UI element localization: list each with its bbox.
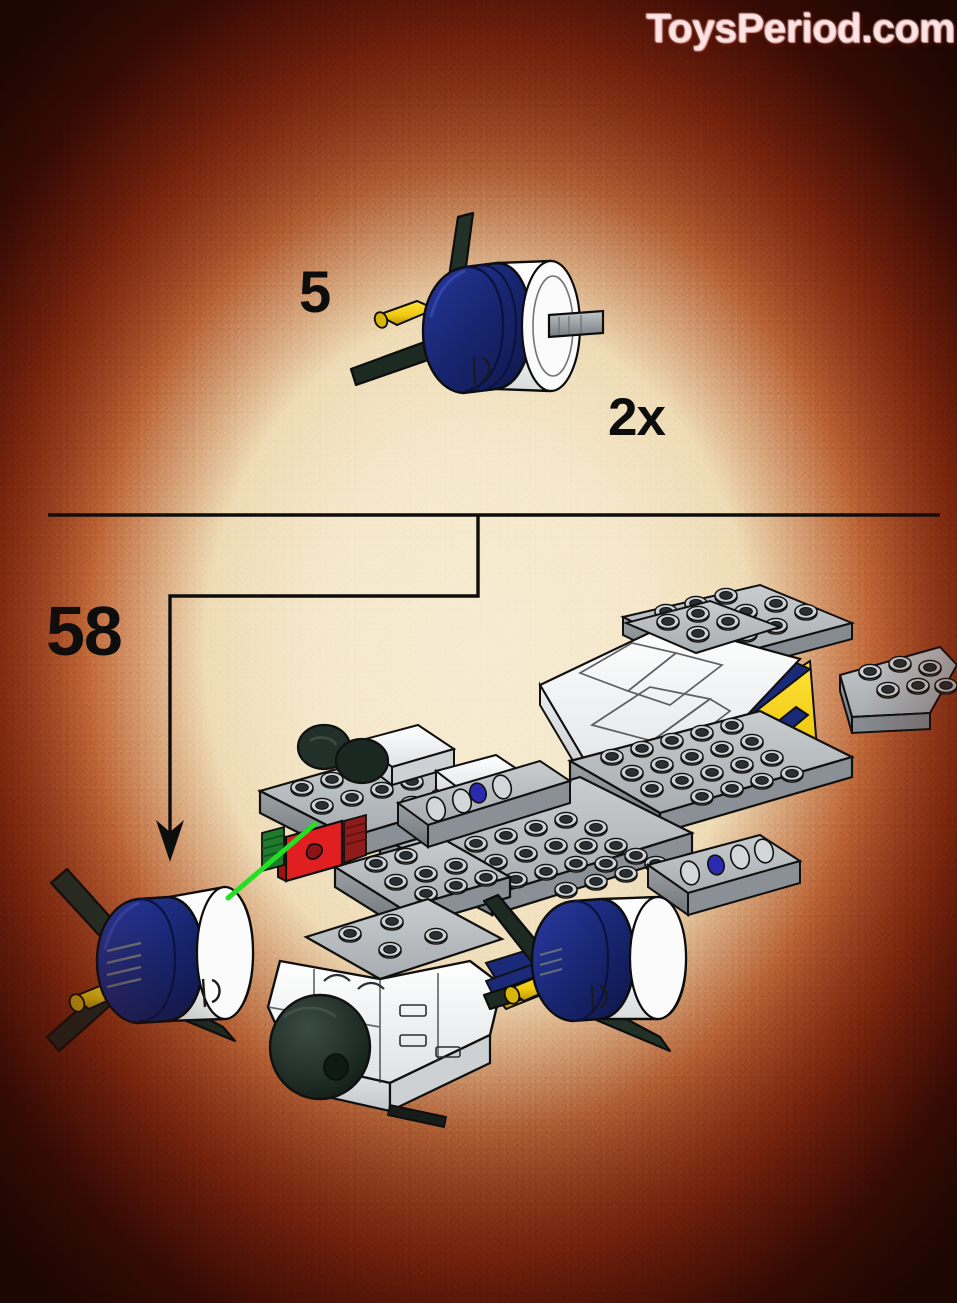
mainstep-number: 58 (46, 592, 123, 670)
placement-guide-line (225, 821, 318, 901)
watermark: ToysPeriod.com (646, 4, 955, 51)
engine-blue-ring (95, 895, 205, 1025)
black-rod (386, 1103, 448, 1129)
airplane-assembly (257, 583, 957, 1129)
dark-green-round-brick (296, 723, 390, 785)
dark-red-element (343, 813, 367, 865)
